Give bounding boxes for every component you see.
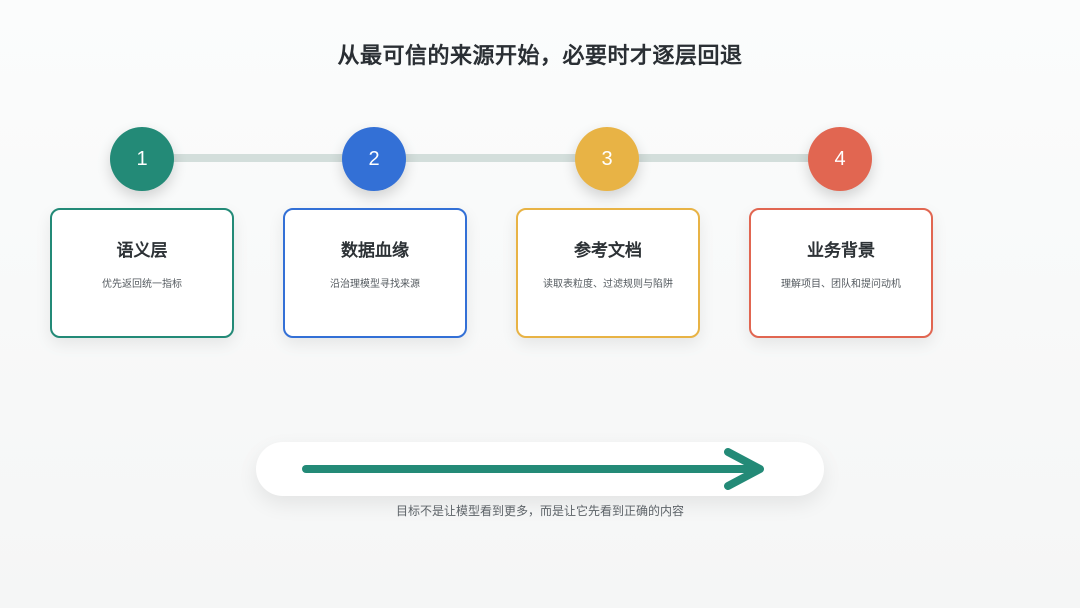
step-4-card: 业务背景 理解项目、团队和提问动机 — [749, 208, 933, 338]
right-arrow-icon — [302, 448, 764, 490]
step-3-number-badge: 3 — [575, 127, 639, 191]
diagram-title: 从最可信的来源开始，必要时才逐层回退 — [337, 44, 743, 69]
step-1-number-badge: 1 — [110, 127, 174, 191]
step-1-card: 语义层 优先返回统一指标 — [50, 208, 234, 338]
step-1-title: 语义层 — [116, 241, 168, 261]
step-4-number-badge: 4 — [808, 127, 872, 191]
step-3-description: 读取表粒度、过滤规则与陷阱 — [543, 279, 673, 290]
step-4-description: 理解项目、团队和提问动机 — [781, 279, 901, 290]
step-2-card: 数据血缘 沿治理模型寻找来源 — [283, 208, 467, 338]
arrow-banner — [256, 442, 824, 496]
step-3-card: 参考文档 读取表粒度、过滤规则与陷阱 — [516, 208, 700, 338]
step-4-title: 业务背景 — [807, 241, 875, 261]
step-2-title: 数据血缘 — [341, 241, 409, 261]
step-2-description: 沿治理模型寻找来源 — [330, 279, 420, 290]
step-1-description: 优先返回统一指标 — [102, 279, 182, 290]
progress-track — [142, 154, 840, 162]
step-2-number-badge: 2 — [342, 127, 406, 191]
diagram-caption: 目标不是让模型看到更多，而是让它先看到正确的内容 — [395, 504, 684, 518]
step-3-title: 参考文档 — [574, 241, 642, 261]
